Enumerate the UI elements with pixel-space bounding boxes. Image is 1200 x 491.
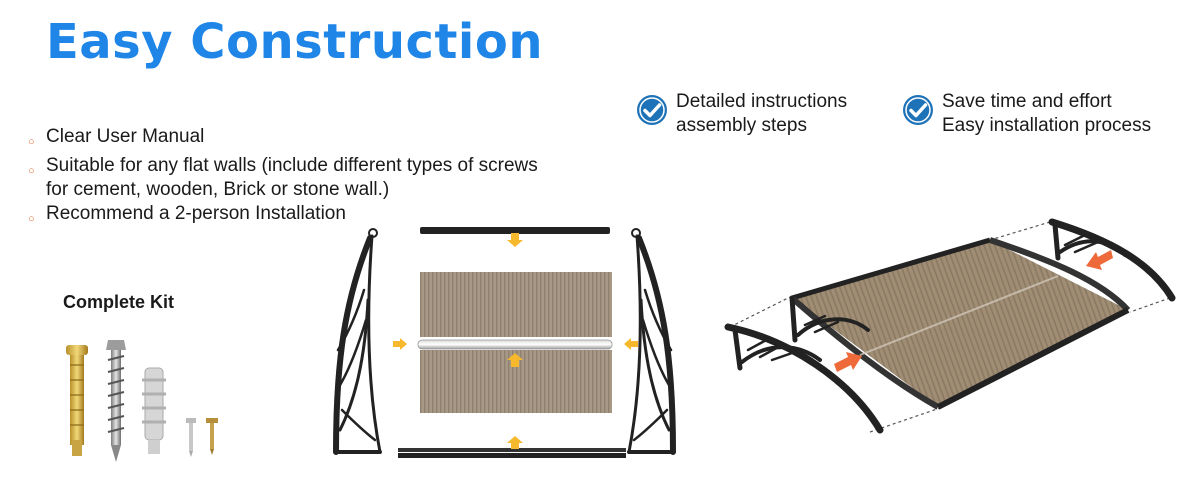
right-bracket <box>627 228 676 455</box>
small-screw-icon <box>206 418 218 455</box>
circle-bullet-icon: ○ <box>28 213 35 225</box>
feature-line-1: Save time and effort <box>942 91 1112 112</box>
left-bracket <box>333 228 382 455</box>
top-rail <box>420 227 610 234</box>
small-screw-icon <box>186 418 196 457</box>
wall-anchor-icon <box>142 367 166 454</box>
arrow-right-icon <box>834 352 862 372</box>
arrow-right-icon <box>393 338 407 350</box>
feature-instructions: Detailed instructions assembly steps <box>636 90 847 138</box>
bottom-rail <box>398 453 626 458</box>
list-item: ○ Clear User Manual <box>28 125 588 154</box>
arrow-up-icon <box>507 436 523 449</box>
bullet-list: ○ Clear User Manual ○ Suitable for any f… <box>28 125 588 231</box>
feature-line-2: Easy installation process <box>942 115 1152 136</box>
arrow-left-icon <box>624 338 638 350</box>
feature-line-1: Detailed instructions <box>676 91 848 112</box>
screw-kit <box>66 340 218 462</box>
list-item: ○ Recommend a 2-person Installation <box>28 202 588 231</box>
arrow-up-icon <box>507 353 523 367</box>
circle-bullet-icon: ○ <box>28 136 35 148</box>
joint-rod <box>417 339 613 350</box>
page-title: Easy Construction <box>46 14 543 70</box>
expansion-bolt-icon <box>66 345 88 456</box>
check-circle-icon <box>637 95 667 125</box>
arrow-left-icon <box>1086 250 1113 270</box>
kit-title: Complete Kit <box>63 292 175 312</box>
wood-screw-icon <box>106 340 126 462</box>
check-circle-icon <box>903 95 933 125</box>
arrow-down-icon <box>507 233 523 247</box>
feature-save-time: Save time and effort Easy installation p… <box>902 90 1151 138</box>
bottom-rail <box>398 448 626 452</box>
list-item: ○ Suitable for any flat walls (include d… <box>28 155 538 200</box>
feature-line-2: assembly steps <box>676 115 807 136</box>
circle-bullet-icon: ○ <box>28 165 35 177</box>
assembled-awning <box>724 218 1176 434</box>
upper-panel <box>420 272 612 337</box>
